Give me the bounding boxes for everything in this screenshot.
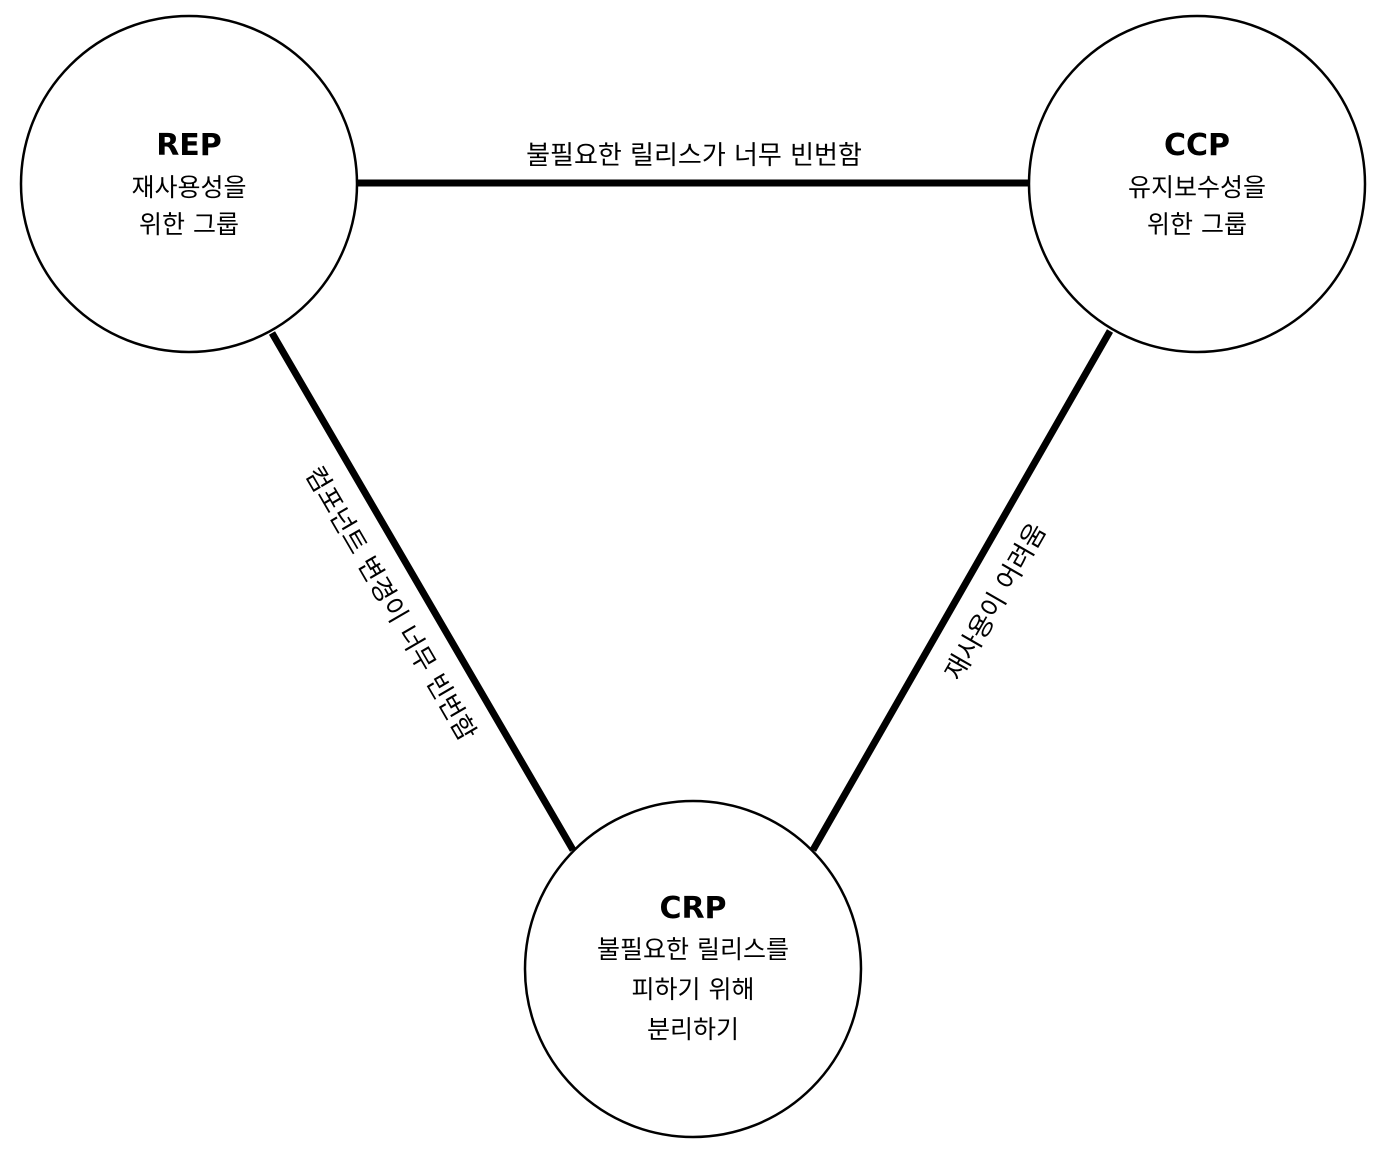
node-rep-circle — [19, 14, 359, 354]
edge-rep-crp — [268, 331, 577, 852]
node-crp-desc-line1: 불필요한 릴리스를 — [597, 935, 789, 964]
node-crp-title: CRP — [659, 891, 726, 926]
node-rep-title: REP — [156, 128, 222, 163]
edge-ccp-crp — [809, 329, 1114, 852]
node-crp-desc-line2: 피하기 위해 — [632, 975, 755, 1004]
node-ccp: CCP 유지보수성을 위한 그룹 — [1027, 14, 1367, 354]
node-crp: CRP 불필요한 릴리스를 피하기 위해 분리하기 — [523, 799, 863, 1139]
edge-label-rep-ccp: 불필요한 릴리스가 너무 빈번함 — [526, 141, 862, 171]
node-crp-desc-line3: 분리하기 — [647, 1015, 739, 1044]
node-crp-circle — [523, 799, 863, 1139]
edge-label-rep-crp: 컴포넌트 변경이 너무 빈번함 — [299, 462, 482, 747]
node-ccp-title: CCP — [1164, 128, 1230, 163]
node-ccp-desc-line2: 위한 그룹 — [1147, 210, 1247, 239]
node-rep: REP 재사용성을 위한 그룹 — [19, 14, 359, 354]
node-rep-desc-line1: 재사용성을 — [131, 173, 246, 202]
node-ccp-desc-line1: 유지보수성을 — [1128, 173, 1266, 202]
node-rep-desc-line2: 위한 그룹 — [139, 210, 239, 239]
node-ccp-circle — [1027, 14, 1367, 354]
